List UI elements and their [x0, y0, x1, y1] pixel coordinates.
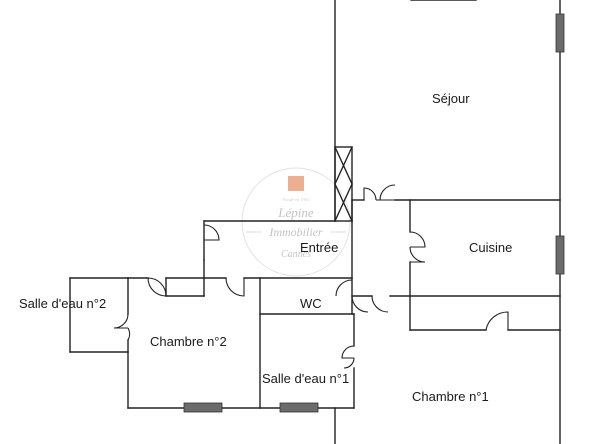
watermark-circle	[241, 167, 351, 277]
agency-watermark: Fondé en 1963 Lépine Immobilier Cannes	[241, 167, 351, 277]
door-entree-left	[203, 224, 220, 241]
door-chambre-2b	[225, 277, 245, 297]
door-cuisine	[409, 231, 426, 248]
label-cuisine: Cuisine	[469, 240, 512, 255]
windows	[183, 13, 565, 413]
watermark-logo-icon	[288, 176, 304, 191]
window-salle-eau-1	[279, 402, 319, 413]
label-entree: Entrée	[300, 240, 338, 255]
watermark-line-3: Cannes	[281, 249, 311, 260]
window-chambre-2	[183, 402, 223, 413]
label-wc: WC	[300, 296, 322, 311]
door-hall-right	[351, 295, 389, 313]
label-salle-eau-2: Salle d'eau n°2	[19, 296, 106, 311]
door-salle-eau-1	[341, 345, 355, 359]
watermark-tagline: Fondé en 1963	[283, 197, 310, 202]
label-chambre-2: Chambre n°2	[150, 334, 227, 349]
watermark-line-1: Lépine	[277, 205, 314, 220]
label-sejour: Séjour	[432, 91, 470, 106]
window-sejour	[555, 13, 565, 53]
watermark-line-2: Immobilier	[268, 225, 323, 239]
door-salle-eau-2	[113, 313, 129, 329]
label-chambre-1: Chambre n°1	[412, 389, 489, 404]
window-cuisine	[555, 235, 565, 275]
door-chambre-2	[147, 277, 167, 297]
door-wc	[335, 279, 353, 297]
door-sejour	[363, 187, 377, 201]
door-chambre-1	[485, 311, 509, 331]
doors	[113, 184, 509, 369]
room-labels: Séjour Cuisine Entrée WC Salle d'eau n°2…	[19, 91, 512, 404]
label-salle-eau-1: Salle d'eau n°1	[262, 371, 349, 386]
duct-shaft	[334, 146, 353, 222]
